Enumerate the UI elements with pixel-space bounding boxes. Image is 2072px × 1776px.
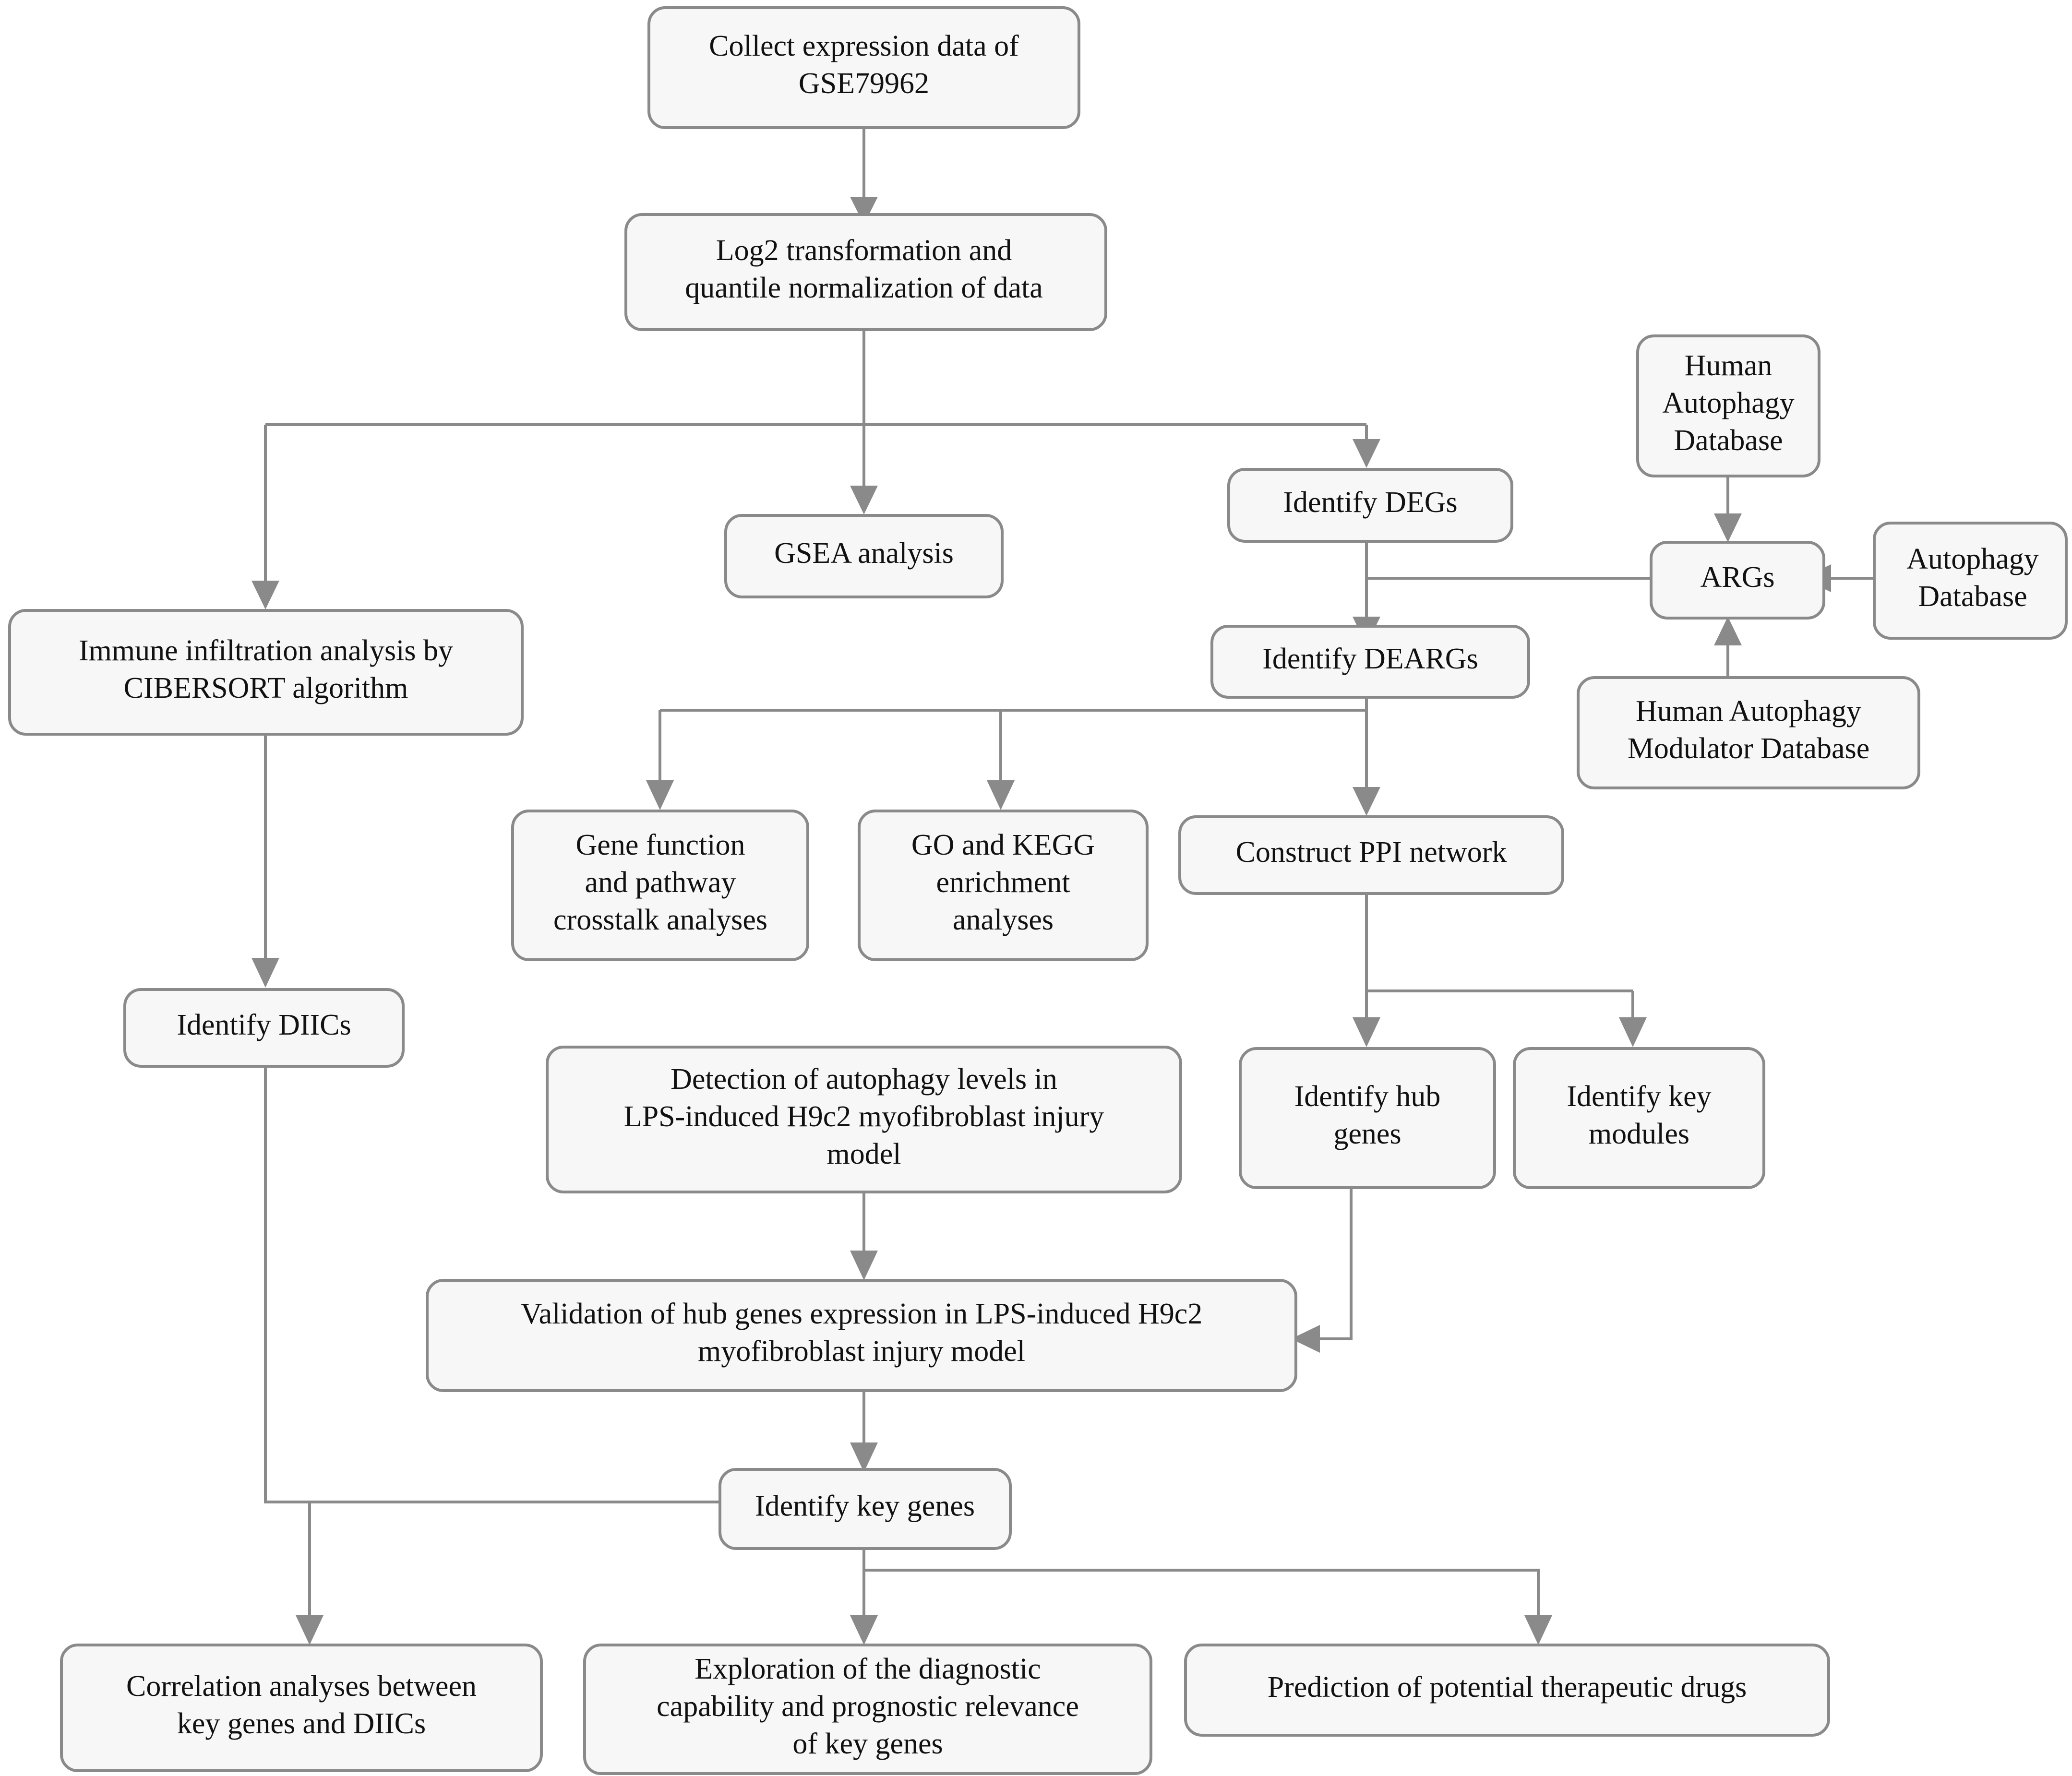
node-detection-shape[interactable]	[546, 1046, 1182, 1193]
node-keygenes-shape[interactable]	[719, 1468, 1012, 1550]
node-deargs[interactable]: Identify DEARGs	[1210, 625, 1530, 699]
node-exploration-shape[interactable]	[583, 1644, 1152, 1775]
edge-keygenes-to-prediction	[864, 1569, 1552, 1645]
node-ppi-shape[interactable]	[1178, 815, 1564, 895]
edge-bus-to-gokegg	[987, 710, 1015, 810]
edge-diics-to-keygenes	[264, 1065, 720, 1503]
edge-log2-to-bus	[265, 329, 1366, 426]
edge-bus-to-immune	[252, 425, 279, 609]
node-keygenes[interactable]: Identify key genes	[719, 1468, 1012, 1550]
edge-hamdb-to-args	[1714, 617, 1742, 679]
node-hadb-shape[interactable]	[1636, 334, 1820, 477]
node-prediction-line-1: Prediction of potential therapeutic drug…	[1268, 1671, 1747, 1704]
node-hamdb-shape[interactable]	[1577, 676, 1920, 789]
node-adb-shape[interactable]	[1873, 522, 2068, 640]
edge-collect-to-log2	[850, 127, 878, 225]
edge-immune-to-diics	[252, 734, 279, 988]
node-hubgenes-shape[interactable]	[1239, 1047, 1496, 1189]
node-prediction[interactable]: Prediction of potential therapeutic drug…	[1184, 1644, 1830, 1737]
node-prediction-shape[interactable]	[1184, 1644, 1830, 1737]
node-degs-shape[interactable]	[1227, 468, 1513, 543]
node-correlation-shape[interactable]	[60, 1644, 543, 1772]
node-deargs-line-1: Identify DEARGs	[1262, 643, 1478, 675]
node-gsea-shape[interactable]	[724, 514, 1004, 598]
node-deargs-shape[interactable]	[1210, 625, 1530, 699]
edge-detection-to-validation	[850, 1192, 878, 1280]
node-gsea[interactable]: GSEA analysis	[724, 514, 1004, 598]
node-gokegg-shape[interactable]	[858, 810, 1149, 961]
node-diics[interactable]: Identify DIICs	[123, 988, 405, 1068]
edge-split-to-keymodules	[1619, 991, 1647, 1047]
edge-bus-to-ppi	[1353, 710, 1380, 816]
node-validation[interactable]: Validation of hub genes expression in LP…	[426, 1279, 1297, 1392]
edge-diics-to-correlation	[296, 1502, 323, 1645]
edge-hadb-to-args	[1714, 475, 1742, 542]
edge-bus-to-genefunc	[646, 710, 674, 810]
edge-bus-to-gsea	[850, 425, 878, 514]
node-diics-shape[interactable]	[123, 988, 405, 1068]
node-validation-shape[interactable]	[426, 1279, 1297, 1392]
edge-validation-to-keygenes	[850, 1389, 878, 1472]
node-args-shape[interactable]	[1650, 541, 1825, 620]
node-log2-shape[interactable]	[624, 213, 1107, 331]
node-degs-line-1: Identify DEGs	[1283, 486, 1457, 519]
edge-bus-to-degs	[1353, 425, 1380, 468]
node-genefunc-shape[interactable]	[511, 810, 809, 961]
node-ppi-line-1: Construct PPI network	[1236, 836, 1507, 869]
node-keygenes-line-1: Identify key genes	[755, 1490, 975, 1523]
node-validation-line-1: Validation of hub genes expression in LP…	[521, 1298, 1203, 1368]
node-ppi[interactable]: Construct PPI network	[1178, 815, 1564, 895]
edge-split-to-hubgenes	[1353, 991, 1380, 1047]
node-args[interactable]: ARGs	[1650, 541, 1825, 620]
node-immune-shape[interactable]	[8, 609, 524, 736]
node-gsea-line-1: GSEA analysis	[774, 537, 954, 570]
edge-keygenes-to-exploration	[850, 1545, 878, 1645]
node-collect-shape[interactable]	[647, 6, 1080, 129]
node-keymodules-shape[interactable]	[1513, 1047, 1765, 1189]
node-degs[interactable]: Identify DEGs	[1227, 468, 1513, 543]
node-args-line-1: ARGs	[1700, 561, 1774, 594]
node-diics-line-1: Identify DIICs	[177, 1009, 351, 1041]
edge-hubgenes-to-validation	[1291, 1149, 1353, 1353]
